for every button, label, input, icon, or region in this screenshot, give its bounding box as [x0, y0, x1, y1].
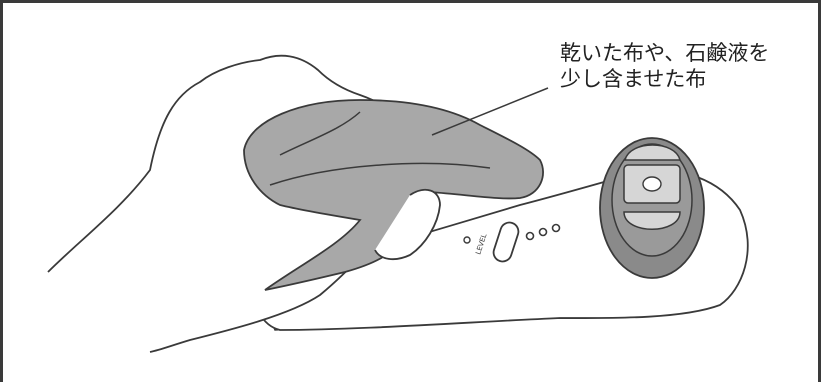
- leader-line: [431, 87, 549, 136]
- hand-thumb: [374, 188, 441, 261]
- cloth-fold: [279, 111, 361, 156]
- level-indicator-dot: [525, 231, 535, 241]
- level-indicator-dot: [538, 227, 548, 237]
- head-bottom-pad: [623, 211, 681, 230]
- level-button: [492, 221, 520, 263]
- cloth-fold: [269, 162, 491, 186]
- head-top-pad: [624, 144, 681, 161]
- level-indicator-dot: [463, 236, 471, 244]
- head-center-hole: [642, 176, 662, 192]
- caption-line-2: 少し含ませた布: [560, 67, 707, 91]
- caption: 乾いた布や、石鹸液を 少し含ませた布: [560, 40, 769, 92]
- level-indicator-dot: [551, 223, 561, 233]
- caption-line-1: 乾いた布や、石鹸液を: [560, 41, 770, 65]
